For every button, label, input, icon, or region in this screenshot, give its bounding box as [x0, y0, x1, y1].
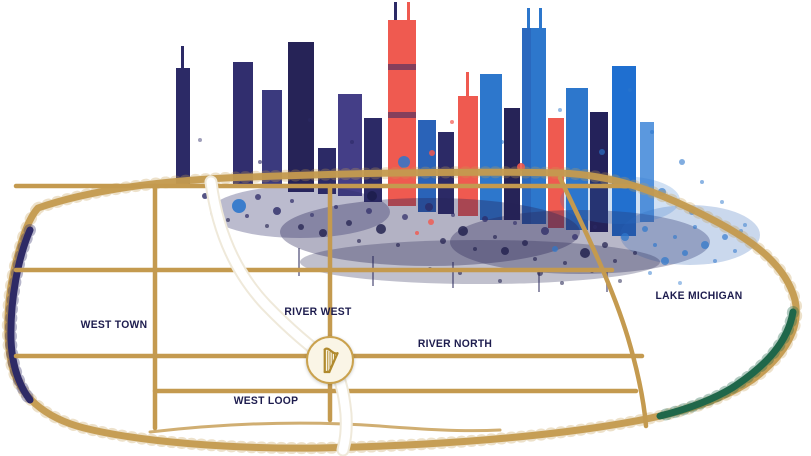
- border-navy-stroke: [7, 226, 34, 404]
- border-inner-fold: [148, 421, 502, 434]
- label-river-north: RIVER NORTH: [417, 338, 493, 350]
- label-lake-michigan: LAKE MICHIGAN: [655, 290, 743, 302]
- label-west-loop: WEST LOOP: [233, 395, 299, 407]
- map-border-outline: [1, 166, 803, 455]
- map-roads: [13, 175, 649, 431]
- border-green-stroke: [656, 308, 797, 420]
- skyline-buildings: [176, 2, 654, 236]
- label-river-west: RIVER WEST: [284, 306, 352, 318]
- label-west-town: WEST TOWN: [80, 319, 148, 331]
- guinness-harp-icon: [323, 347, 339, 374]
- location-marker[interactable]: [306, 336, 354, 384]
- road-diagonal-east: [557, 175, 649, 429]
